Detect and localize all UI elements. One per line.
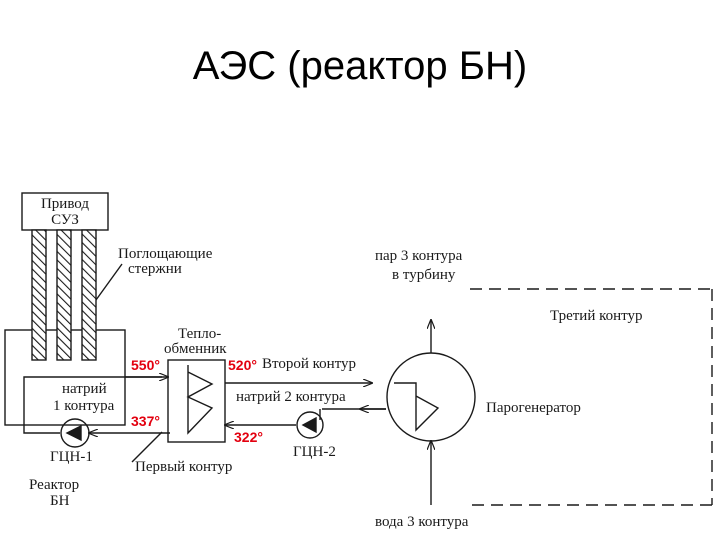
control-rod-2 (56, 229, 72, 361)
temp-550: 550° (131, 357, 160, 373)
pump2-symbol (296, 411, 324, 439)
control-rod-1 (31, 229, 47, 361)
third-circuit-label: Третий контур (550, 308, 643, 324)
third-circuit-boundary (470, 288, 713, 506)
hx-coil (186, 365, 214, 435)
steam-label-2: в турбину (392, 267, 456, 283)
steam-label-1: пар 3 контура (375, 248, 463, 264)
pump1-label: ГЦН-1 (50, 449, 93, 465)
hx-label-2: обменник (164, 341, 227, 357)
sodium1-label-1: натрий (62, 381, 107, 397)
pump2-label: ГЦН-2 (293, 444, 336, 460)
reactor-label-1: Реактор (29, 477, 79, 493)
drive-label-2: СУЗ (51, 212, 79, 228)
steam-generator-label: Парогенератор (486, 400, 581, 416)
pump1-triangle (65, 424, 82, 442)
first-circuit-leader (131, 431, 163, 463)
steam-generator (386, 352, 476, 442)
pump2-triangle (301, 416, 317, 434)
rods-label-1: Поглощающие (118, 246, 213, 262)
temp-520: 520° (228, 357, 257, 373)
heat-exchanger (167, 359, 226, 443)
first-circuit-label: Первый контур (135, 459, 232, 475)
temp-337: 337° (131, 413, 160, 429)
second-circuit-label: Второй контур (262, 356, 356, 372)
drive-label-1: Привод (41, 196, 89, 212)
water3-label: вода 3 контура (375, 514, 469, 530)
primary-loop-inner (23, 376, 162, 434)
slide-title: АЭС (реактор БН) (192, 44, 528, 88)
hx-label-1: Тепло- (178, 326, 221, 342)
rods-leader-line (95, 263, 123, 301)
sg-coil (394, 382, 440, 432)
rods-label-2: стержни (128, 261, 182, 277)
sodium2-label: натрий 2 контура (236, 389, 346, 405)
reactor-label-2: БН (50, 493, 70, 509)
control-rod-3 (81, 229, 97, 361)
temp-322: 322° (234, 429, 263, 445)
sodium1-label-2: 1 контура (53, 398, 115, 414)
